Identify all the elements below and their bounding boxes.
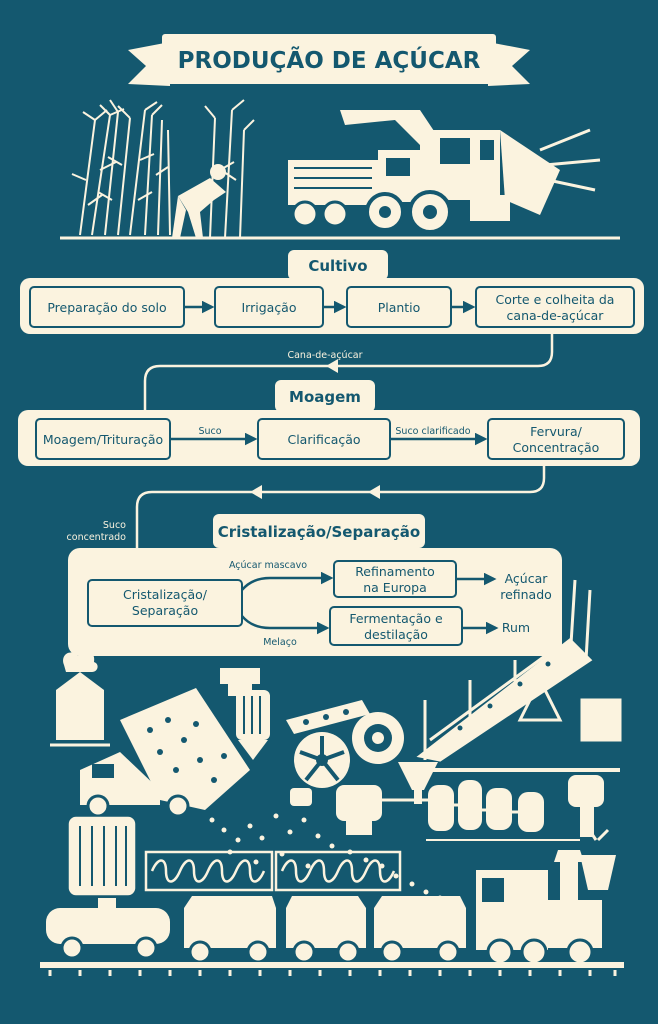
title-banner: PRODUÇÃO DE AÇÚCAR	[128, 34, 530, 86]
step-colheita-box	[475, 286, 635, 328]
train-icon	[40, 850, 624, 976]
edge-label-melaco: Melaço	[263, 637, 297, 648]
step-cristalizacao-box	[87, 579, 243, 627]
sugar-granules	[209, 813, 443, 901]
edge-label-suco-clarificado: Suco clarificado	[395, 426, 470, 437]
step-clarificacao: Clarificação	[287, 432, 360, 447]
spiral-conveyors	[68, 816, 402, 896]
step-fermentacao-line2: destilação	[364, 627, 428, 642]
edge-label-suco: Suco	[198, 426, 221, 437]
cristalizacao-arrows	[241, 571, 499, 635]
step-preparacao: Preparação do solo	[47, 300, 166, 315]
juice-connector	[135, 466, 546, 548]
step-refinamento-line1: Refinamento	[355, 564, 435, 579]
boiler-tanks-icon	[50, 650, 616, 890]
step-irrigacao: Irrigação	[242, 300, 297, 315]
cultivo-tab	[288, 250, 388, 280]
step-moagem: Moagem/Trituração	[43, 432, 163, 447]
output-rum: Rum	[502, 620, 530, 635]
moagem-tab	[275, 380, 375, 412]
cristalizacao-tab	[213, 514, 425, 548]
cane-connector-label: Cana-de-açúcar	[287, 350, 362, 361]
tractor-trailer-icon	[288, 150, 420, 232]
output-acucar-line1: Açúcar	[505, 571, 549, 586]
step-cristalizacao-line1: Cristalização/	[123, 587, 208, 602]
step-fermentacao-line1: Fermentação e	[349, 611, 443, 626]
step-fervura-box	[487, 418, 625, 460]
page-title: PRODUÇÃO DE AÇÚCAR	[178, 46, 481, 74]
crusher-icon	[286, 700, 404, 806]
edge-label-acucar-mascavo: Açúcar mascavo	[229, 560, 307, 571]
farmer-icon	[172, 164, 226, 238]
step-colheita-line1: Corte e colheita da	[496, 292, 615, 307]
step-plantio: Plantio	[378, 300, 421, 315]
moagem-heading: Moagem	[289, 388, 361, 406]
step-fervura-line1: Fervura/	[530, 424, 582, 439]
cane-connector-arrowhead	[326, 359, 338, 373]
step-colheita-line2: cana-de-açúcar	[507, 308, 605, 323]
cane-connector	[143, 334, 554, 412]
output-acucar-line2: refinado	[500, 587, 552, 602]
step-fervura-line2: Concentração	[513, 440, 600, 455]
juice-connector-arrowhead-1	[368, 485, 380, 499]
step-fermentacao-box	[329, 606, 463, 646]
dump-truck-icon	[80, 688, 250, 818]
step-cristalizacao-line2: Separação	[132, 603, 198, 618]
juice-connector-label-line2: concentrado	[67, 532, 127, 543]
cristalizacao-panel	[68, 548, 562, 656]
conveyor-icon	[416, 579, 622, 772]
cultivo-heading: Cultivo	[308, 257, 367, 275]
cristalizacao-heading: Cristalização/Separação	[218, 523, 420, 541]
step-refinamento-line2: na Europa	[363, 580, 426, 595]
moagem-panel	[18, 410, 640, 466]
harvester-icon	[300, 110, 620, 240]
juice-connector-label-line1: Suco	[103, 520, 126, 531]
juice-connector-arrowhead-2	[250, 485, 262, 499]
